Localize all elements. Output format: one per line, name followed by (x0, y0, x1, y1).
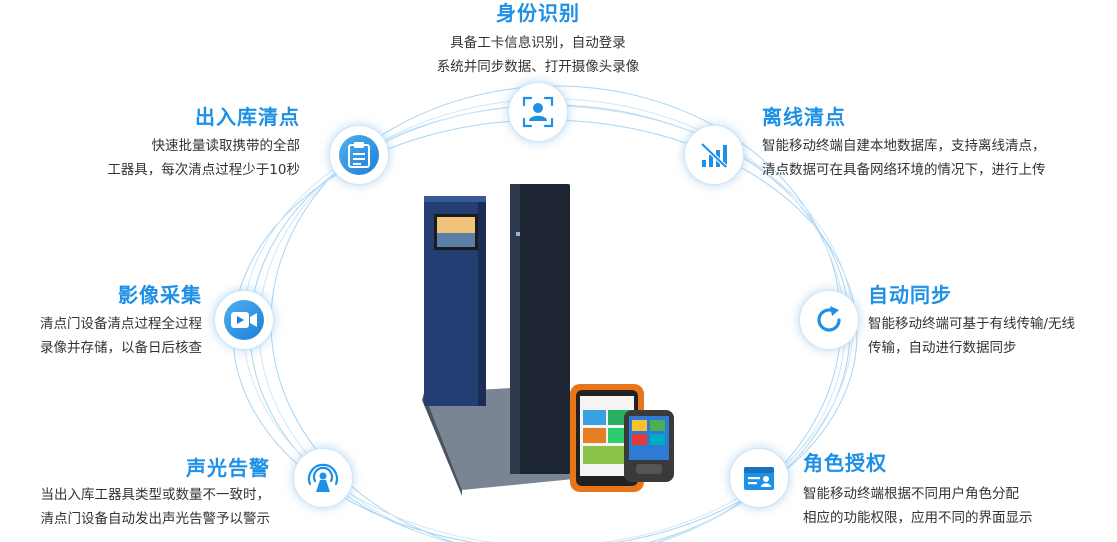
identity-icon-badge (508, 82, 568, 142)
feature-role-line-2: 相应的功能权限，应用不同的界面显示 (803, 510, 1033, 526)
feature-alarm-title: 声光告警 (186, 456, 270, 480)
feature-video-title: 影像采集 (118, 283, 202, 307)
feature-sync-line-2: 传输，自动进行数据同步 (868, 340, 1017, 356)
sync-icon-badge (799, 290, 859, 350)
feature-sync-title: 自动同步 (868, 283, 952, 307)
feature-role-line-1: 智能移动终端根据不同用户角色分配 (803, 486, 1019, 502)
feature-inventory-line-2: 工器具，每次清点过程少于10秒 (107, 162, 300, 178)
feature-alarm: 声光告警 当出入库工器具类型或数量不一致时， 清点门设备自动发出声光告警予以警示 (0, 455, 271, 531)
feature-offline-title: 离线清点 (762, 105, 846, 129)
user-scan-icon (522, 96, 554, 128)
handheld-terminal-small (624, 410, 674, 482)
feature-sync-line-1: 智能移动终端可基于有线传输/无线 (868, 316, 1076, 332)
feature-identity-line-1: 具备工卡信息识别，自动登录 (450, 35, 626, 51)
inventory-icon-badge (329, 125, 389, 185)
user-card-icon (744, 467, 774, 490)
feature-identity-line-2: 系统并同步数据、打开摄像头录像 (436, 59, 640, 75)
feature-inventory-title: 出入库清点 (195, 105, 300, 129)
alarm-beacon-icon (307, 463, 339, 492)
feature-inventory-line-1: 快速批量读取携带的全部 (151, 138, 301, 154)
signal-off-icon (700, 142, 728, 169)
video-icon-badge (214, 290, 274, 350)
feature-alarm-line-2: 清点门设备自动发出声光告警予以警示 (40, 511, 271, 527)
alarm-icon-badge (293, 448, 353, 508)
role-icon-badge (729, 448, 789, 508)
feature-inventory: 出入库清点 快速批量读取携带的全部 工器具，每次清点过程少于10秒 (30, 104, 300, 182)
feature-alarm-line-1: 当出入库工器具类型或数量不一致时， (40, 487, 271, 503)
feature-offline: 离线清点 智能移动终端自建本地数据库，支持离线清点， 清点数据可在具备网络环境的… (762, 104, 1112, 182)
feature-identity-title: 身份识别 (496, 1, 580, 25)
feature-offline-line-1: 智能移动终端自建本地数据库，支持离线清点， (762, 138, 1046, 154)
feature-offline-line-2: 清点数据可在具备网络环境的情况下，进行上传 (762, 162, 1046, 178)
feature-video-line-1: 清点门设备清点过程全过程 (40, 316, 202, 332)
feature-sync: 自动同步 智能移动终端可基于有线传输/无线 传输，自动进行数据同步 (868, 282, 1113, 360)
clipboard-icon (348, 142, 370, 168)
feature-video-line-2: 录像并存储，以备日后核查 (40, 340, 202, 356)
video-camera-icon (231, 312, 257, 328)
feature-video: 影像采集 清点门设备清点过程全过程 录像并存储，以备日后核查 (0, 282, 202, 360)
offline-icon-badge (684, 125, 744, 185)
refresh-icon (817, 306, 841, 332)
feature-role-title: 角色授权 (803, 451, 887, 475)
feature-role: 角色授权 智能移动终端根据不同用户角色分配 相应的功能权限，应用不同的界面显示 (803, 450, 1113, 530)
rfid-gate-illustration (422, 184, 674, 496)
feature-identity: 身份识别 具备工卡信息识别，自动登录 系统并同步数据、打开摄像头录像 (398, 0, 678, 79)
